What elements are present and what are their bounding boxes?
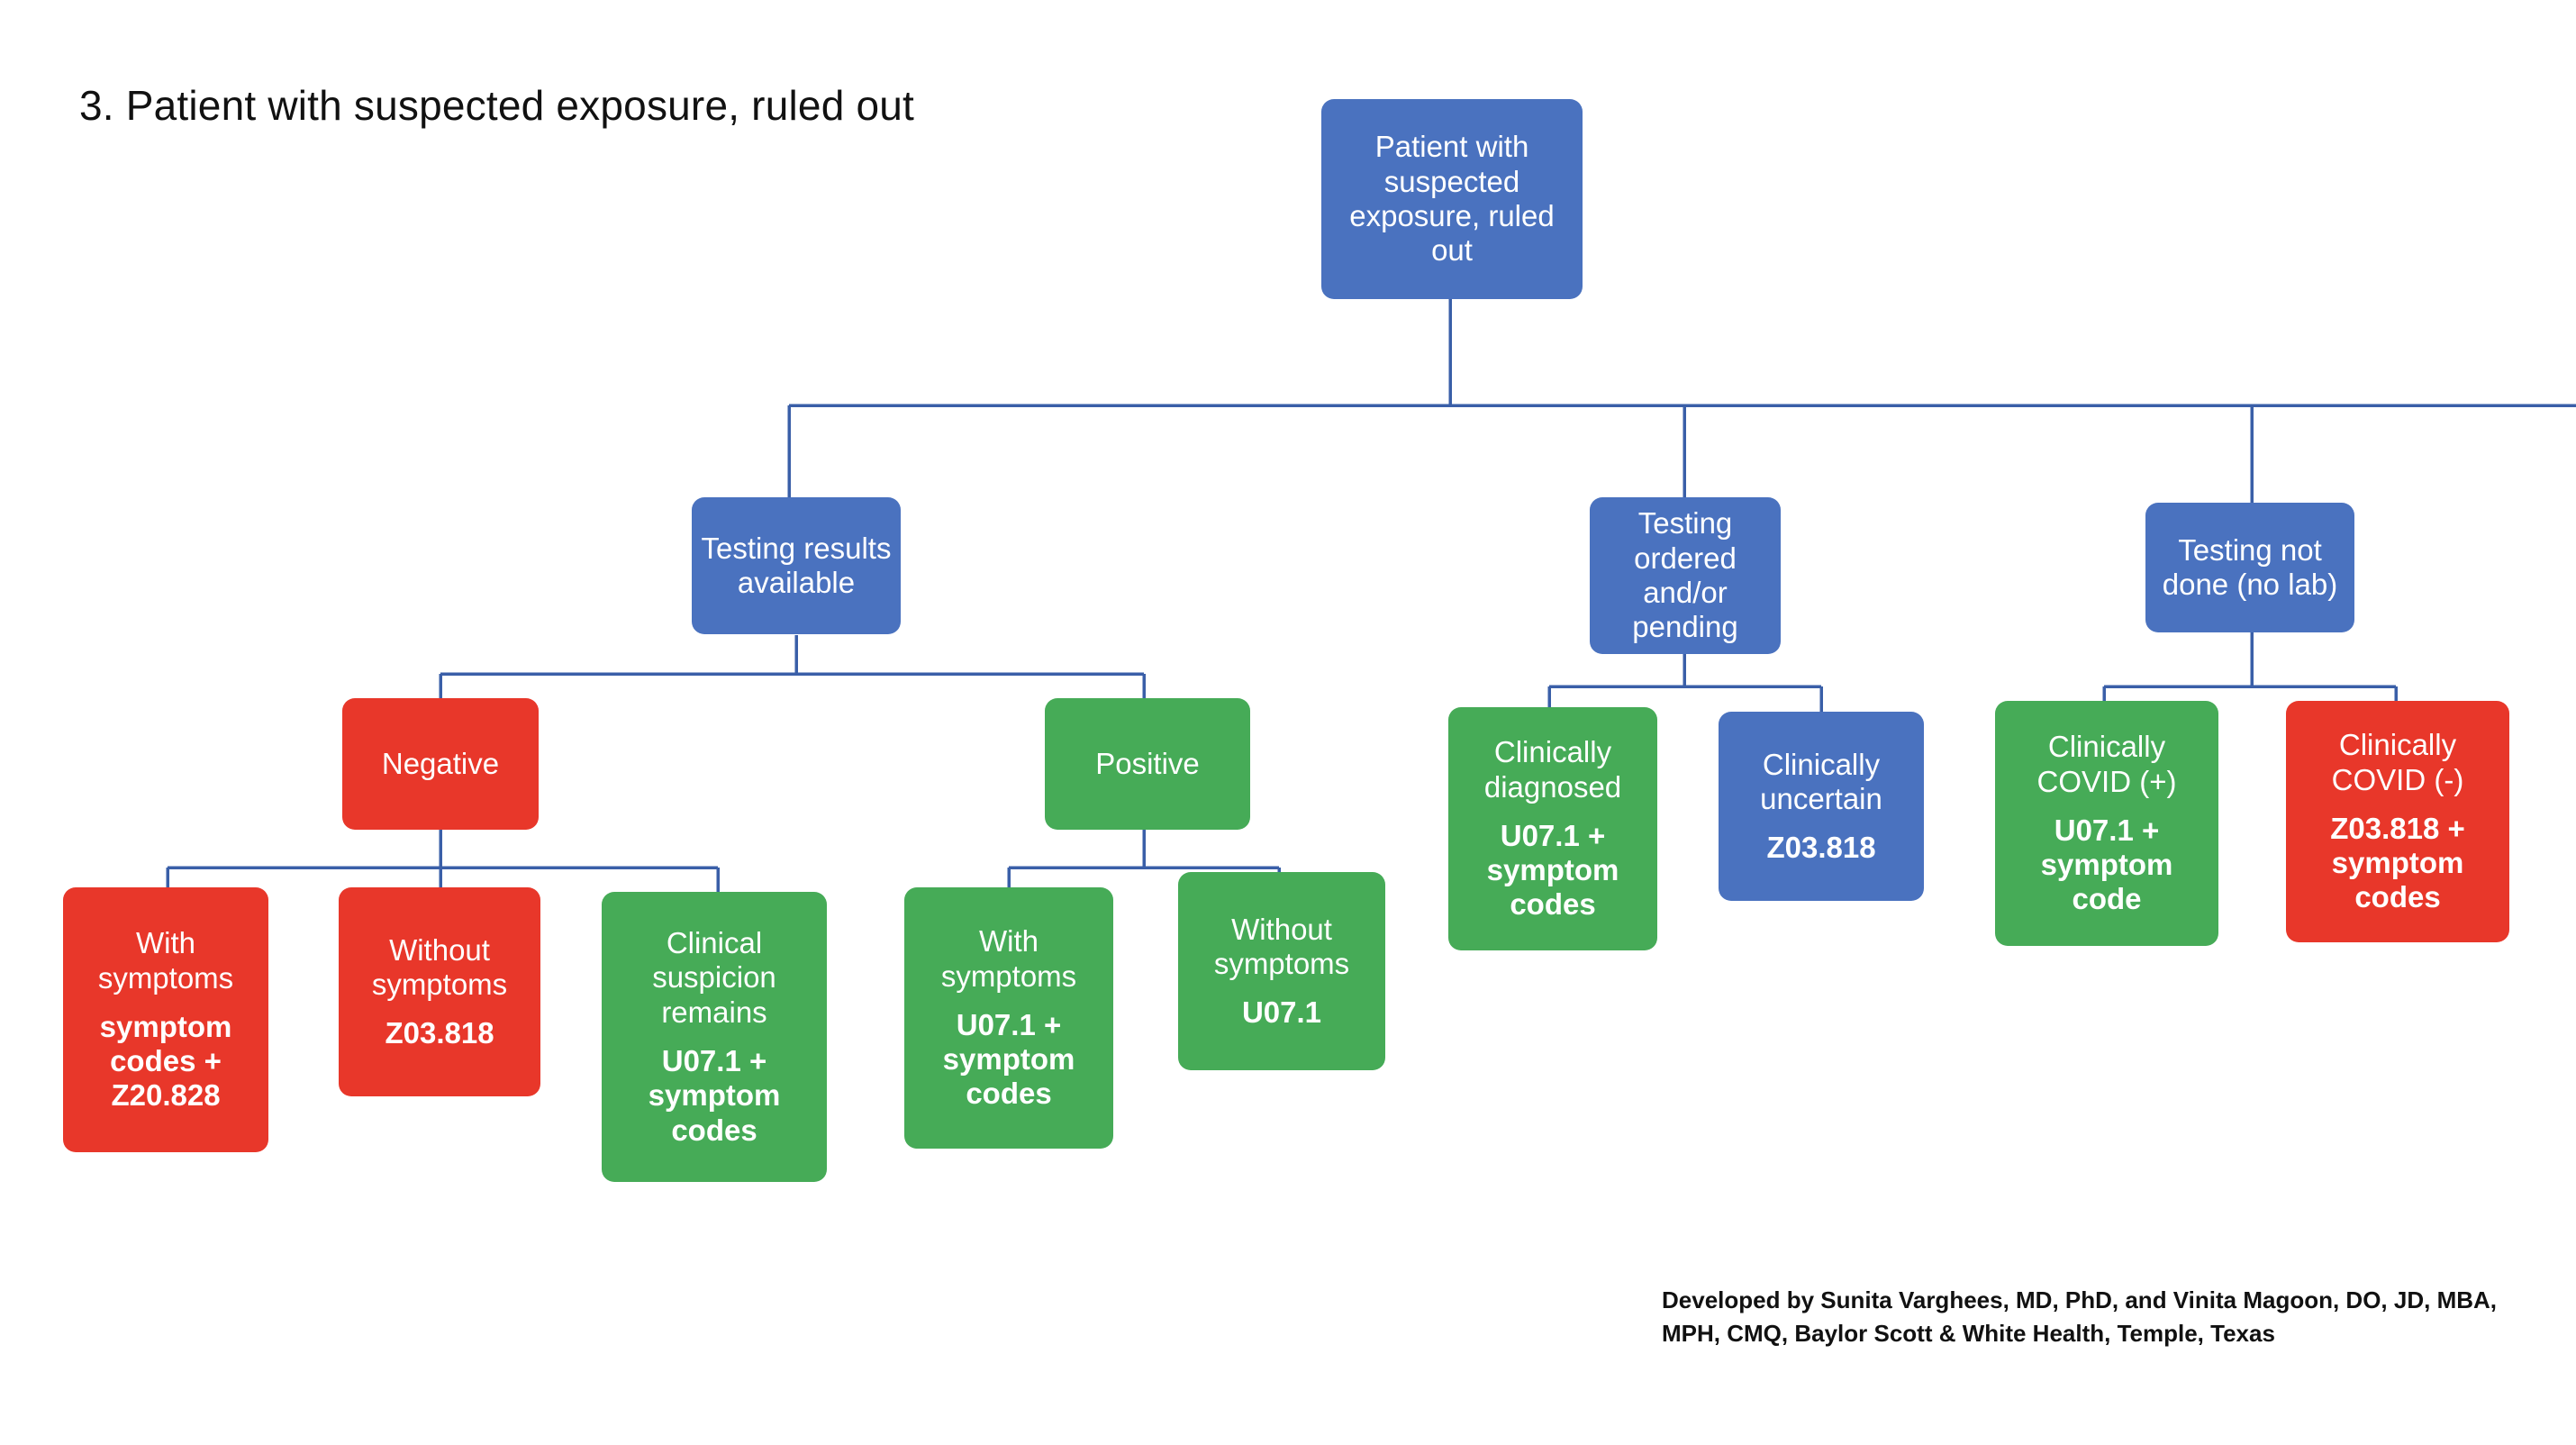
node-root-label: Patient with suspected exposure, ruled o… [1349,130,1555,268]
credit-block: Developed by Sunita Varghees, MD, PhD, a… [1662,1284,2526,1350]
node-clinically-covid-positive[interactable]: Clinically COVID (+) U07.1 + symptom cod… [1995,701,2218,946]
node-negative[interactable]: Negative [342,698,539,830]
node-label: Negative [381,746,500,780]
node-clinically-covid-negative[interactable]: Clinically COVID (-) Z03.818 + symptom c… [2286,701,2509,942]
node-code: Z03.818 [385,1016,494,1050]
node-code: Z03.818 + symptom codes [2330,811,2465,914]
node-label: Clinically COVID (+) [2036,730,2177,798]
node-code: symptom codes + Z20.828 [99,1009,232,1113]
node-label: Positive [1095,746,1200,780]
node-positive-with-symptoms[interactable]: With symptoms U07.1 + symptom codes [904,887,1113,1149]
node-testing-ordered-pending[interactable]: Testing ordered and/or pending [1590,497,1781,654]
node-code: U07.1 [1241,995,1322,1030]
node-negative-without-symptoms[interactable]: Without symptoms Z03.818 [339,887,540,1096]
credit-line-2: MPH, CMQ, Baylor Scott & White Health, T… [1662,1319,2275,1347]
node-code: U07.1 + symptom codes [1486,818,1619,922]
node-code: U07.1 + symptom codes [942,1007,1075,1111]
node-label: Testing ordered and/or pending [1632,506,1738,644]
node-positive[interactable]: Positive [1045,698,1250,830]
node-negative-with-symptoms[interactable]: With symptoms symptom codes + Z20.828 [63,887,268,1152]
credit-line-1: Developed by Sunita Varghees, MD, PhD, a… [1662,1286,2497,1313]
node-label: With symptoms [940,924,1077,993]
node-clinically-diagnosed[interactable]: Clinically diagnosed U07.1 + symptom cod… [1448,707,1657,950]
node-label: Clinically uncertain [1760,747,1882,815]
node-label: Testing results available [701,531,892,599]
node-label: With symptoms [97,926,234,995]
page-title: 3. Patient with suspected exposure, rule… [79,82,915,129]
node-root[interactable]: Patient with suspected exposure, ruled o… [1321,99,1583,299]
node-code: U07.1 + symptom code [2040,813,2173,916]
node-testing-results-available[interactable]: Testing results available [692,497,901,634]
node-label: Clinically COVID (-) [2331,728,2464,796]
node-label: Testing not done (no lab) [2162,532,2338,601]
node-code: U07.1 + symptom codes [648,1044,781,1147]
node-code: Z03.818 [1766,831,1876,865]
node-label: Without symptoms [371,932,508,1001]
node-clinically-uncertain[interactable]: Clinically uncertain Z03.818 [1719,712,1924,901]
node-label: Clinically diagnosed [1483,735,1622,804]
node-clinical-suspicion-remains[interactable]: Clinical suspicion remains U07.1 + sympt… [602,892,827,1182]
node-label: Clinical suspicion remains [652,926,776,1029]
node-testing-not-done[interactable]: Testing not done (no lab) [2145,503,2354,632]
node-label: Without symptoms [1213,912,1350,980]
node-positive-without-symptoms[interactable]: Without symptoms U07.1 [1178,872,1385,1070]
